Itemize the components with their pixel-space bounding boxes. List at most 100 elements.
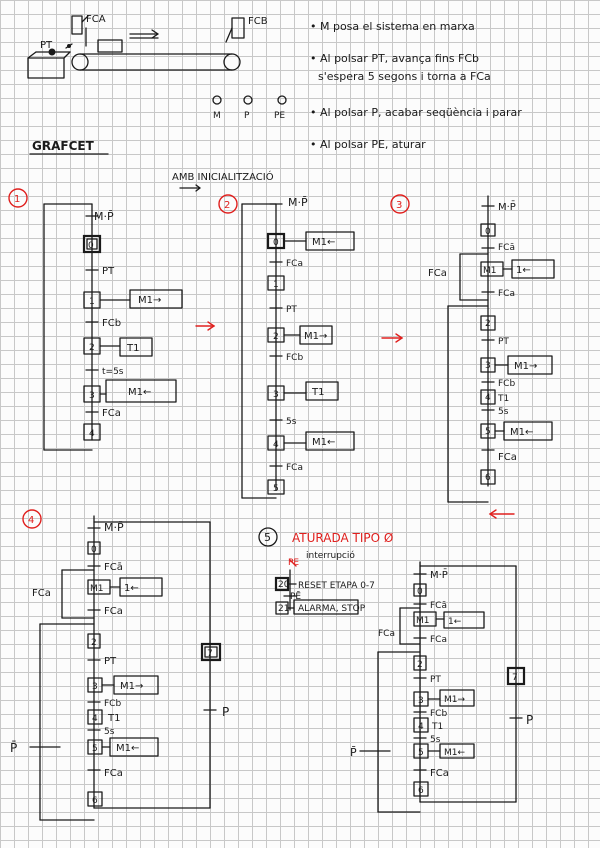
d4-step-4 bbox=[87, 709, 103, 725]
d5-title: ATURADA TIPO Ø bbox=[292, 531, 393, 545]
diagram-5-number-circle bbox=[258, 527, 278, 547]
d2-step-3-label: 3 bbox=[273, 390, 279, 400]
d5-action-5 bbox=[439, 743, 475, 759]
d2-action-4 bbox=[305, 431, 355, 451]
d1-step-1-label: 1 bbox=[89, 297, 95, 307]
pt-button bbox=[48, 48, 56, 56]
d2-action-2 bbox=[299, 325, 333, 345]
d2-step-1-label: 1 bbox=[273, 280, 279, 290]
d5-step-6 bbox=[413, 781, 429, 797]
d5-step-1-label: M1 bbox=[416, 616, 430, 626]
d3-action-3 bbox=[507, 355, 553, 375]
d4-number: 4 bbox=[28, 515, 34, 526]
d1-action-2-label: T1 bbox=[126, 343, 139, 354]
d4-p-label: P bbox=[222, 705, 229, 719]
fcb-sensor bbox=[231, 17, 245, 39]
d1-action-3-label: M1← bbox=[128, 387, 151, 398]
d5-trans-2: FCa bbox=[430, 635, 447, 645]
d4-step-5-label: 5 bbox=[92, 744, 98, 754]
d5-action-21-label: ALARMA, STOP bbox=[298, 604, 366, 614]
d5-p-label: P bbox=[526, 713, 533, 727]
d1-trans-2: FCb bbox=[102, 318, 121, 329]
d1-step-4 bbox=[83, 423, 101, 441]
d4-trans-2: FCa bbox=[104, 606, 123, 617]
d1-top-cond: M·P̄ bbox=[94, 210, 114, 223]
d4-trans-1: FCā bbox=[104, 562, 123, 573]
d4-trans-5: 5s bbox=[104, 727, 115, 737]
d2-action-3 bbox=[305, 381, 339, 401]
diagram-3 bbox=[390, 194, 555, 519]
d3-action-1-label: 1← bbox=[516, 265, 531, 276]
d3-step-4 bbox=[480, 389, 496, 405]
d1-trans-1: PT bbox=[102, 266, 115, 277]
d4-action-4-label: T1 bbox=[107, 713, 120, 724]
d4-loop-label: FCa bbox=[32, 588, 51, 599]
d5-trans-6: FCa bbox=[430, 768, 449, 779]
d3-step-0-label: 0 bbox=[485, 227, 491, 237]
d5-step-6-label: 6 bbox=[418, 786, 424, 796]
d5-step-7 bbox=[506, 666, 526, 686]
d5-action-3 bbox=[439, 689, 475, 707]
d3-step-1-label: M1 bbox=[483, 266, 497, 276]
pe-button-label: PE bbox=[274, 111, 285, 121]
d5-step-0-label: 0 bbox=[417, 587, 423, 597]
d4-step-7-label: 7 bbox=[207, 649, 213, 659]
d4-step-2 bbox=[87, 633, 101, 649]
d5-pbar-label: P̄ bbox=[350, 746, 357, 759]
diagram-1 bbox=[8, 188, 183, 451]
d4-step-7 bbox=[200, 642, 222, 662]
d1-action-3 bbox=[105, 379, 177, 403]
fca-sensor bbox=[71, 15, 83, 35]
d4-action-3 bbox=[113, 675, 159, 695]
conveyor-roller bbox=[223, 53, 241, 71]
d2-step-0-label: 0 bbox=[273, 238, 279, 248]
d3-step-0 bbox=[480, 223, 496, 237]
d5-trans-3: PT bbox=[430, 675, 441, 685]
d3-action-4-label: T1 bbox=[497, 394, 509, 404]
d3-step-5-label: 5 bbox=[485, 427, 491, 437]
diagram-5 bbox=[258, 527, 526, 813]
d2-trans-5: FCa bbox=[286, 463, 303, 473]
d3-trans-4: FCb bbox=[498, 379, 515, 389]
d2-top-cond: M·P̄ bbox=[288, 196, 308, 209]
d3-action-5-label: M1← bbox=[510, 427, 533, 438]
d2-trans-4: 5s bbox=[286, 417, 297, 427]
d3-trans-5: 5s bbox=[498, 407, 509, 417]
d5-action-1 bbox=[443, 611, 485, 629]
d1-step-2-label: 2 bbox=[89, 343, 95, 353]
m-button-label: M bbox=[213, 111, 221, 121]
d5-trans-4: FCb bbox=[430, 709, 447, 719]
d5-reset: RESET ETAPA 0-7 bbox=[298, 581, 375, 591]
d4-step-2-label: 2 bbox=[91, 638, 97, 648]
d3-action-1 bbox=[511, 259, 555, 279]
d1-action-1 bbox=[129, 289, 183, 309]
d4-action-5-label: M1← bbox=[116, 743, 139, 754]
d1-trans-3: t=5s bbox=[102, 367, 124, 377]
section-title: AMB INICIALITZACIÓ bbox=[172, 170, 274, 183]
d3-step-4-label: 4 bbox=[485, 393, 491, 403]
diagram-1-number-circle bbox=[8, 188, 28, 208]
d5-step-4-label: 4 bbox=[418, 722, 424, 732]
d3-trans-3: PT bbox=[498, 337, 509, 347]
d3-action-5 bbox=[503, 421, 553, 441]
d4-trans-4: FCb bbox=[104, 699, 121, 709]
d5-trans-5: 5s bbox=[430, 735, 441, 745]
d3-step-6-label: 6 bbox=[485, 473, 491, 483]
d2-trans-1: FCa bbox=[286, 259, 303, 269]
diagram-2 bbox=[218, 194, 355, 499]
d4-step-1-label: M1 bbox=[90, 584, 104, 594]
d2-step-4-label: 4 bbox=[273, 440, 279, 450]
diagram-4 bbox=[22, 509, 222, 821]
d4-step-6-label: 6 bbox=[92, 796, 98, 806]
note-1: • M posa el sistema en marxa bbox=[310, 20, 475, 33]
diagram-3-number-circle bbox=[390, 194, 410, 214]
d3-step-2-label: 2 bbox=[485, 319, 491, 329]
d3-trans-1: FCā bbox=[498, 243, 515, 253]
pt-label: PT bbox=[40, 40, 53, 51]
d5-action-4-label: T1 bbox=[431, 722, 443, 732]
d4-step-3-label: 3 bbox=[92, 682, 98, 692]
d2-trans-2: PT bbox=[286, 305, 297, 315]
d3-trans-6: FCa bbox=[498, 452, 517, 463]
d4-step-0-label: 0 bbox=[91, 545, 97, 555]
